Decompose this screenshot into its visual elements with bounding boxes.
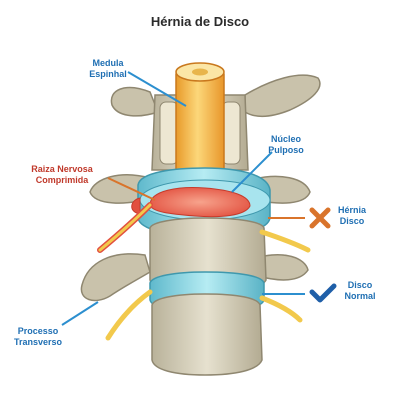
diagram-title: Hérnia de Disco: [151, 14, 249, 29]
label-transverse: Processo Transverso: [14, 326, 63, 347]
svg-text:Normal: Normal: [344, 291, 375, 301]
lower-vertebra: [152, 294, 262, 375]
check-icon: [312, 286, 334, 300]
svg-text:Processo: Processo: [18, 326, 59, 336]
svg-text:Espinhal: Espinhal: [89, 69, 127, 79]
label-nucleus: Núcleo Pulposo: [268, 134, 304, 155]
label-spinal-cord: Medula Espinhal: [89, 58, 127, 79]
svg-text:Disco: Disco: [348, 280, 373, 290]
svg-text:Núcleo: Núcleo: [271, 134, 302, 144]
svg-text:Transverso: Transverso: [14, 337, 63, 347]
label-nerve-root: Raiza Nervosa Comprimida: [31, 164, 94, 185]
label-herniated: Hérnia Disco: [338, 205, 367, 226]
svg-text:Comprimida: Comprimida: [36, 175, 90, 185]
svg-text:Raiza Nervosa: Raiza Nervosa: [31, 164, 94, 174]
svg-text:Disco: Disco: [340, 216, 365, 226]
svg-text:Medula: Medula: [92, 58, 124, 68]
svg-text:Hérnia: Hérnia: [338, 205, 367, 215]
svg-text:Pulposo: Pulposo: [268, 145, 304, 155]
cross-icon: [312, 210, 328, 226]
label-normal: Disco Normal: [344, 280, 375, 301]
